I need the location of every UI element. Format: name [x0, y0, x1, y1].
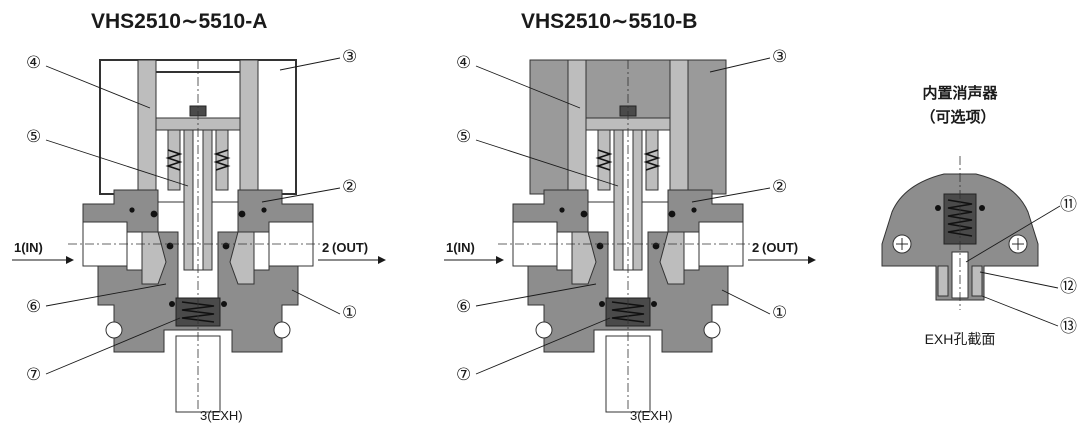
diagram-a-outlet-num: 2: [322, 240, 329, 255]
diagram-b-inlet-label: 1(IN): [446, 240, 475, 255]
diagram-a-outlet-word: (OUT): [332, 240, 368, 255]
diagram-a-title: VHS2510∼5510-A: [91, 10, 267, 33]
diagram-b-outlet-num: 2: [752, 240, 759, 255]
callout-a-1: ①: [342, 303, 357, 322]
callout-b-1: ①: [772, 303, 787, 322]
callout-a-5: ⑤: [26, 127, 41, 146]
diagram-b-title: VHS2510∼5510-B: [521, 10, 697, 33]
diagram-b-outlet-word: (OUT): [762, 240, 798, 255]
callout-a-6: ⑥: [26, 297, 41, 316]
silencer-section-label: EXH孔截面: [925, 331, 996, 347]
callout-11: ⑪: [1060, 195, 1077, 214]
callout-b-4: ④: [456, 53, 471, 72]
callout-12: ⑫: [1060, 277, 1077, 296]
callout-b-3: ③: [772, 47, 787, 66]
callout-a-4: ④: [26, 53, 41, 72]
valve-diagram-a: VHS2510∼5510-A 1(IN) 2 (OUT) 3(EXH) ④ ③ …: [12, 10, 386, 423]
diagram-b-exhaust-label: 3(EXH): [630, 408, 673, 423]
callout-13: ⑬: [1060, 317, 1077, 336]
callout-a-3: ③: [342, 47, 357, 66]
callout-b-6: ⑥: [456, 297, 471, 316]
callout-a-7: ⑦: [26, 365, 41, 384]
callout-b-5: ⑤: [456, 127, 471, 146]
callout-b-2: ②: [772, 177, 787, 196]
silencer-section: 内置消声器 （可选项） ⑪ ⑫ ⑬ EXH孔截面: [881, 84, 1077, 347]
callout-b-7: ⑦: [456, 365, 471, 384]
silencer-caption-line1: 内置消声器: [922, 84, 998, 102]
callout-a-2: ②: [342, 177, 357, 196]
valve-diagram-b: VHS2510∼5510-B 1(IN) 2 (OUT) 3(EXH) ④ ③ …: [444, 10, 816, 423]
diagram-a-inlet-label: 1(IN): [14, 240, 43, 255]
diagram-a-exhaust-label: 3(EXH): [200, 408, 243, 423]
silencer-caption-line2: （可选项）: [920, 108, 995, 126]
